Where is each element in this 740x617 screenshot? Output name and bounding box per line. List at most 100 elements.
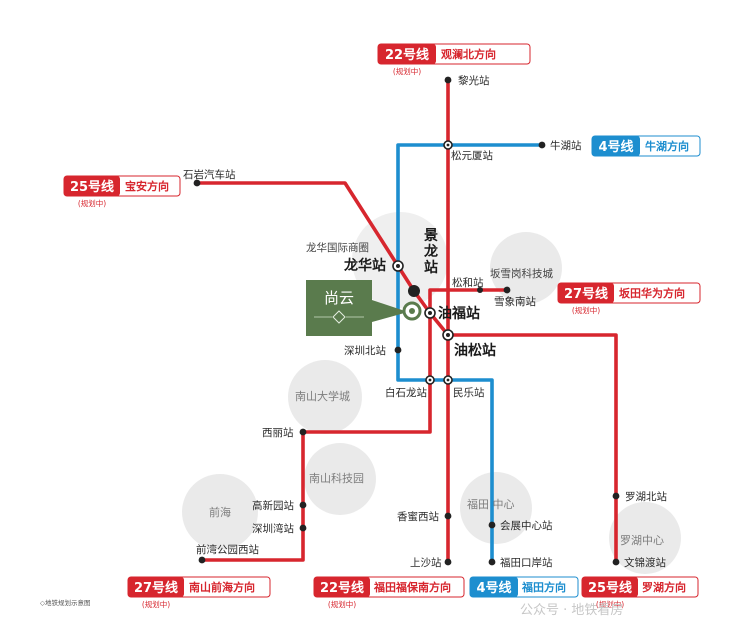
station-label-jinglong-char2: 龙	[423, 243, 438, 260]
area-label-longhua: 龙华国际商圈	[306, 241, 369, 254]
project-ornament-icon	[332, 310, 346, 324]
station-dot-songhe[interactable]	[477, 287, 483, 293]
area-label-bantian: 坂雪岗科技城	[490, 267, 553, 280]
district-circles	[182, 212, 681, 574]
station-dot-xili[interactable]	[299, 428, 307, 436]
badge-line-22-north-num: 22号线	[385, 47, 429, 63]
station-label-shenzhenwan: 深圳湾站	[252, 522, 294, 535]
station-dot-qianwanpark[interactable]	[198, 556, 206, 564]
badge-line-27-east-fill	[558, 283, 614, 303]
interchange-inner-marks	[396, 143, 450, 382]
station-dot-shangsha[interactable]	[444, 558, 452, 566]
station-label-wenjindu: 文锦渡站	[624, 556, 666, 569]
badge-line-27-south-plan: (规划中)	[142, 599, 170, 609]
badge-line-22-north[interactable]: 22号线 观澜北方向 (规划中)	[377, 43, 531, 76]
badge-line-4-south-num: 4号线	[476, 580, 511, 596]
badge-line-22-north-fill	[378, 44, 436, 64]
badge-line-27-south[interactable]: 27号线 南山前海方向 (规划中)	[127, 576, 271, 609]
interchange-mark-songyuansha	[446, 143, 450, 147]
area-circle-bantian	[490, 232, 562, 304]
station-label-xuexiangnan: 雪象南站	[494, 295, 536, 308]
station-label-xili: 西丽站	[262, 426, 294, 439]
badge-line-27-east-dir: 坂田华为方向	[619, 286, 685, 300]
area-circle-nanshan-univ	[288, 360, 362, 434]
line-badges: 22号线 观澜北方向 (规划中) 25号线 宝安方向 (规划中) 4号线 牛湖方…	[63, 43, 701, 609]
station-dot-luohubei[interactable]	[612, 492, 620, 500]
badge-line-22-north-plan: (规划中)	[393, 66, 421, 76]
station-label-baishilong: 白石龙站	[385, 386, 427, 399]
project-name: 尚云	[324, 289, 354, 307]
station-label-gaoxinyuan: 高新园站	[252, 499, 294, 512]
station-label-niuhu: 牛湖站	[550, 139, 582, 152]
badge-line-4-north-fill	[592, 136, 640, 156]
map-footnote: ◇地铁规划示意图	[40, 598, 91, 607]
line-27-path	[200, 288, 509, 562]
station-label-youfu: 油福站	[438, 305, 480, 322]
badge-line-4-south-dir: 福田方向	[521, 580, 566, 594]
station-dot-futiankouan[interactable]	[488, 558, 496, 566]
station-label-liguang: 黎光站	[458, 74, 490, 87]
badge-line-22-south-dir: 福田福保南方向	[373, 580, 451, 594]
area-label-qianhai: 前海	[209, 505, 231, 519]
station-dot-huizhan[interactable]	[488, 521, 496, 529]
station-dots	[193, 76, 620, 566]
station-label-huizhan: 会展中心站	[500, 519, 553, 532]
area-circle-nanshan-tech	[304, 443, 376, 515]
badge-line-27-south-fill	[128, 577, 184, 597]
project-location-dot	[409, 308, 415, 314]
area-circle-qianhai	[182, 474, 258, 550]
project-marker[interactable]: 尚云	[306, 280, 422, 336]
station-dot-niuhu[interactable]	[538, 141, 546, 149]
station-label-minle: 民乐站	[453, 386, 485, 399]
station-label-longhua: 龙华站	[343, 257, 386, 274]
station-dot-jinglong[interactable]	[408, 285, 420, 297]
station-dot-shenzhenwan[interactable]	[299, 524, 307, 532]
badge-line-22-south[interactable]: 22号线 福田福保南方向 (规划中)	[313, 576, 465, 609]
project-callout-shape	[306, 280, 408, 336]
badge-line-25-south-plan: (规划中)	[596, 599, 624, 609]
badge-line-4-north[interactable]: 4号线 牛湖方向	[591, 135, 701, 157]
station-label-xiangmixi: 香蜜西站	[397, 510, 439, 523]
area-label-futian: 福田 中心	[467, 497, 515, 511]
station-dot-gaoxinyuan[interactable]	[299, 501, 307, 509]
station-dot-shiyan[interactable]	[193, 179, 201, 187]
interchange-mark-minle	[446, 378, 450, 382]
line-25-east-path	[446, 333, 618, 564]
station-label-jinglong: 景 龙 站	[423, 228, 443, 276]
badge-line-25-west[interactable]: 25号线 宝安方向 (规划中)	[63, 175, 181, 208]
badge-line-25-south-num: 25号线	[588, 580, 632, 596]
station-dot-liguang[interactable]	[444, 76, 452, 84]
badge-line-22-south-num: 22号线	[320, 580, 364, 596]
badge-line-25-west-num: 25号线	[70, 179, 114, 195]
area-label-luohu: 罗湖中心	[620, 534, 664, 547]
station-dot-xuexiangnan[interactable]	[503, 286, 511, 294]
badge-line-22-north-dir: 观澜北方向	[441, 47, 496, 61]
badge-line-25-west-plan: (规划中)	[78, 198, 106, 208]
metro-lines	[195, 78, 618, 564]
interchange-mark-yousong	[446, 333, 450, 337]
station-label-shiyan: 石岩汽车站	[183, 168, 236, 181]
station-label-songyuansha: 松元厦站	[451, 149, 493, 162]
station-dot-shenzhenbei[interactable]	[394, 346, 402, 354]
area-circle-futian	[460, 472, 532, 544]
station-labels: 黎光站 松元厦站 牛湖站 石岩汽车站 龙华站 景 龙 站 松和站 雪象南站 油福…	[183, 74, 667, 569]
badge-line-4-south[interactable]: 4号线 福田方向	[469, 576, 579, 598]
badge-line-25-west-fill	[64, 176, 120, 196]
area-circle-longhua	[352, 212, 448, 308]
badge-line-4-north-num: 4号线	[598, 139, 633, 155]
area-circle-luohu	[609, 502, 681, 574]
badge-line-4-north-dir: 牛湖方向	[645, 139, 689, 153]
station-label-luohubei: 罗湖北站	[625, 490, 667, 503]
badge-line-22-south-fill	[314, 577, 370, 597]
station-dot-xiangmixi[interactable]	[444, 512, 452, 520]
station-label-jinglong-char3: 站	[424, 259, 438, 276]
badge-line-25-south[interactable]: 25号线 罗湖方向 (规划中)	[581, 576, 699, 609]
station-dot-wenjindu[interactable]	[612, 558, 620, 566]
station-label-futiankouan: 福田口岸站	[500, 556, 553, 569]
badge-line-27-east[interactable]: 27号线 坂田华为方向 (规划中)	[557, 282, 701, 315]
station-label-jinglong-char1: 景	[424, 228, 438, 244]
station-label-shenzhenbei: 深圳北站	[344, 344, 386, 357]
badge-line-27-east-plan: (规划中)	[572, 305, 600, 315]
badge-line-27-east-num: 27号线	[564, 286, 608, 302]
